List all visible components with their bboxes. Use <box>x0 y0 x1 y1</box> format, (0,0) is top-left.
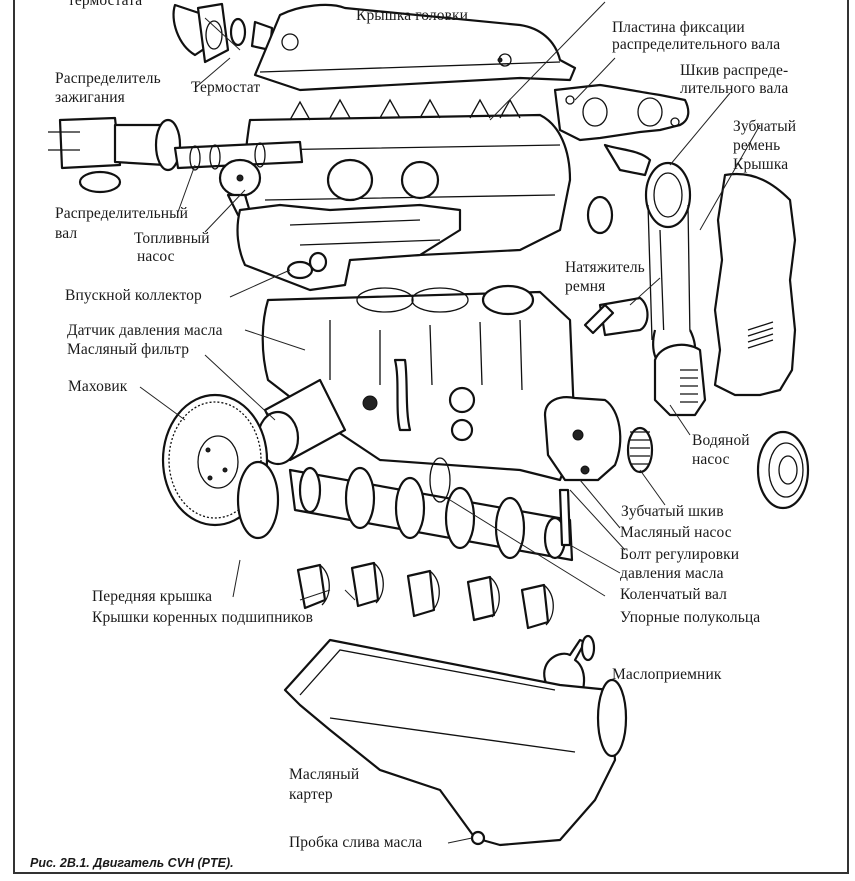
camshaft-part <box>173 140 304 171</box>
label-crankshaft: Коленчатый вал <box>620 586 727 603</box>
label-fuel-pump-line2: насос <box>137 248 175 265</box>
label-oil-sump-line2: картер <box>289 786 333 803</box>
oil-sump-part <box>283 638 628 847</box>
label-toothed-pulley: Зубчатый шкив <box>621 503 724 520</box>
crankshaft-part <box>288 457 574 562</box>
label-cylinder-head-cover: Крышка головки <box>356 7 469 24</box>
crankshaft-pulley-part <box>756 430 810 510</box>
label-oil-pressure-sensor: Датчик давления масла <box>67 322 223 339</box>
intake-manifold-part <box>236 203 462 292</box>
timing-belt-part <box>644 161 697 374</box>
toothed-pulley-part <box>626 426 654 474</box>
belt-tensioner-part <box>583 296 649 337</box>
label-main-bearing-caps: Крышки коренных подшипников <box>92 609 314 626</box>
label-camshaft-retaining-plate-line2: распределительного вала <box>612 36 781 53</box>
label-camshaft-retaining-plate-line1: Пластина фиксации <box>612 19 745 36</box>
label-oil-filter: Масляный фильтр <box>67 341 190 358</box>
label-flywheel: Маховик <box>68 378 128 395</box>
leader-lines <box>139 1 761 844</box>
thermostat-housing-part <box>172 2 274 64</box>
label-belt-tensioner-line2: ремня <box>565 278 606 295</box>
label-pressure-relief-bolt-line2: давления масла <box>620 565 724 582</box>
label-belt-tensioner-line1: Натяжитель <box>565 259 645 276</box>
engine-block-part <box>261 284 577 482</box>
label-timing-cover: Крышка <box>733 156 789 173</box>
label-thermostat: Термостат <box>191 79 261 96</box>
exhaust-manifold-part <box>553 83 690 177</box>
distributor-part <box>48 116 182 194</box>
front-cover-part <box>236 460 280 540</box>
label-intake-manifold: Впускной коллектор <box>65 287 202 304</box>
water-pump-part <box>653 343 707 417</box>
figure-frame <box>13 0 849 874</box>
oil-filter-part <box>256 378 378 466</box>
label-pressure-relief-bolt-line1: Болт регулировки <box>620 546 740 563</box>
label-oil-sump-line1: Масляный <box>289 766 360 783</box>
figure-caption: Рис. 2В.1. Двигатель CVH (PTE). <box>30 856 234 870</box>
label-front-cover: Передняя крышка <box>92 588 213 605</box>
timing-cover-part <box>713 172 797 397</box>
label-camshaft-line2: вал <box>55 225 78 242</box>
label-camshaft-pulley-line2: лительного вала <box>680 80 789 97</box>
label-camshaft-line1: Распределительный <box>55 205 189 222</box>
label-drain-plug: Пробка слива масла <box>289 834 423 851</box>
label-fuel-pump-line1: Топливный <box>134 230 210 247</box>
label-water-pump-line2: насос <box>692 451 730 468</box>
label-distributor-line1: Распределитель <box>55 70 161 87</box>
label-camshaft-pulley-line1: Шкив распреде- <box>680 62 789 79</box>
label-timing-belt-line1: Зубчатый <box>733 118 797 135</box>
main-bearing-caps-part <box>296 561 554 630</box>
label-oil-pickup: Маслоприемник <box>612 666 722 683</box>
label-water-pump-line1: Водяной <box>692 432 750 449</box>
label-timing-belt-line2: ремень <box>733 137 781 154</box>
label-thrust-washers: Упорные полукольца <box>620 609 761 626</box>
label-distributor-line2: зажигания <box>55 89 125 106</box>
label-thermostat-housing: термостата <box>68 0 143 9</box>
label-oil-pump: Масляный насос <box>620 524 732 541</box>
cylinder-head-cover-part <box>253 3 577 92</box>
